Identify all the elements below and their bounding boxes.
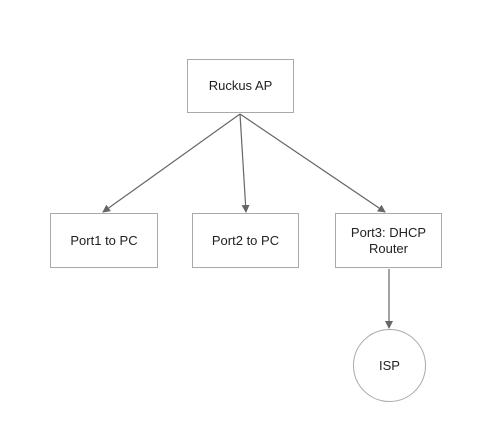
node-ruckus-ap: Ruckus AP: [187, 59, 294, 113]
node-port3-label: Port3: DHCP Router: [350, 224, 427, 256]
node-port1-label: Port1 to PC: [70, 232, 138, 248]
node-port1: Port1 to PC: [50, 213, 158, 268]
edge-ap-to-port1: [102, 113, 241, 213]
edge-ap-to-port3: [239, 113, 386, 213]
edge-ap-to-port2: [239, 113, 250, 213]
node-ruckus-ap-label: Ruckus AP: [208, 78, 273, 93]
node-isp-label: ISP: [379, 357, 400, 373]
node-port2: Port2 to PC: [192, 213, 299, 268]
node-isp: ISP: [353, 329, 426, 402]
node-port3: Port3: DHCP Router: [335, 213, 442, 268]
node-port2-label: Port2 to PC: [211, 232, 280, 248]
